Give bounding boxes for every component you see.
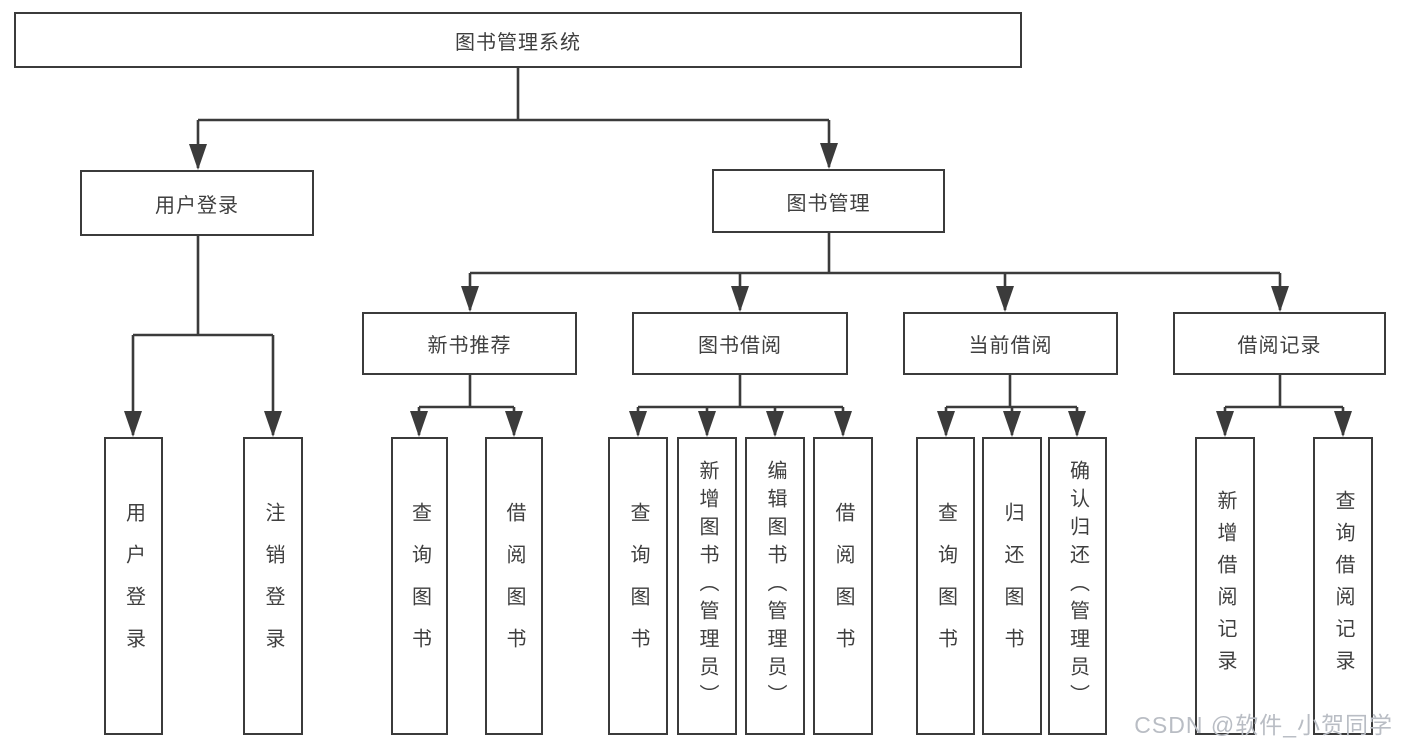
leaf-user-login: 用户登录 xyxy=(104,437,163,735)
leaf-nb-query-books: 查询图书 xyxy=(391,437,448,735)
leaf-br-query-record: 查询借阅记录 xyxy=(1313,437,1373,735)
leaf-br-query-record-label: 查询借阅记录 xyxy=(1332,490,1354,682)
leaf-bb-add-books-admin: 新增图书（管理员） xyxy=(677,437,737,735)
leaf-cb-confirm-return-admin-label: 确认归还（管理员） xyxy=(1066,460,1089,712)
leaf-bb-query-books-label: 查询图书 xyxy=(627,502,649,670)
node-current-borrowing: 当前借阅 xyxy=(903,312,1118,375)
leaf-user-login-label: 用户登录 xyxy=(122,502,145,670)
node-book-borrowing-label: 图书借阅 xyxy=(698,335,782,357)
leaf-nb-borrow-books: 借阅图书 xyxy=(485,437,543,735)
leaf-bb-edit-books-admin-label: 编辑图书（管理员） xyxy=(764,460,786,712)
leaf-br-add-record-label: 新增借阅记录 xyxy=(1214,490,1236,682)
leaf-nb-borrow-books-label: 借阅图书 xyxy=(503,502,525,670)
node-new-book-recommend: 新书推荐 xyxy=(362,312,577,375)
watermark: CSDN @软件_小贺同学 xyxy=(1134,712,1393,738)
node-current-borrowing-label: 当前借阅 xyxy=(968,335,1053,357)
leaf-cb-confirm-return-admin: 确认归还（管理员） xyxy=(1048,437,1107,735)
leaf-logout-label: 注销登录 xyxy=(262,502,284,670)
node-book-borrowing: 图书借阅 xyxy=(632,312,848,375)
leaf-cb-query-books-label: 查询图书 xyxy=(934,502,957,670)
node-new-book-recommend-label: 新书推荐 xyxy=(427,335,512,357)
leaf-bb-query-books: 查询图书 xyxy=(608,437,668,735)
node-borrow-records: 借阅记录 xyxy=(1173,312,1386,375)
node-library-system: 图书管理系统 xyxy=(14,12,1022,68)
leaf-cb-return-books: 归还图书 xyxy=(982,437,1042,735)
leaf-bb-borrow-books: 借阅图书 xyxy=(813,437,873,735)
node-borrow-records-label: 借阅记录 xyxy=(1237,335,1322,357)
node-library-system-label: 图书管理系统 xyxy=(455,31,581,54)
leaf-bb-edit-books-admin: 编辑图书（管理员） xyxy=(745,437,805,735)
leaf-nb-query-books-label: 查询图书 xyxy=(408,502,431,670)
leaf-br-add-record: 新增借阅记录 xyxy=(1195,437,1255,735)
leaf-logout: 注销登录 xyxy=(243,437,303,735)
leaf-cb-query-books: 查询图书 xyxy=(916,437,975,735)
node-user-login: 用户登录 xyxy=(80,170,314,236)
node-book-management-label: 图书管理 xyxy=(786,192,871,215)
leaf-cb-return-books-label: 归还图书 xyxy=(1001,502,1023,670)
leaf-bb-borrow-books-label: 借阅图书 xyxy=(832,502,854,670)
node-book-management: 图书管理 xyxy=(712,169,945,233)
leaf-bb-add-books-admin-label: 新增图书（管理员） xyxy=(696,460,718,712)
node-user-login-label: 用户登录 xyxy=(155,194,239,217)
